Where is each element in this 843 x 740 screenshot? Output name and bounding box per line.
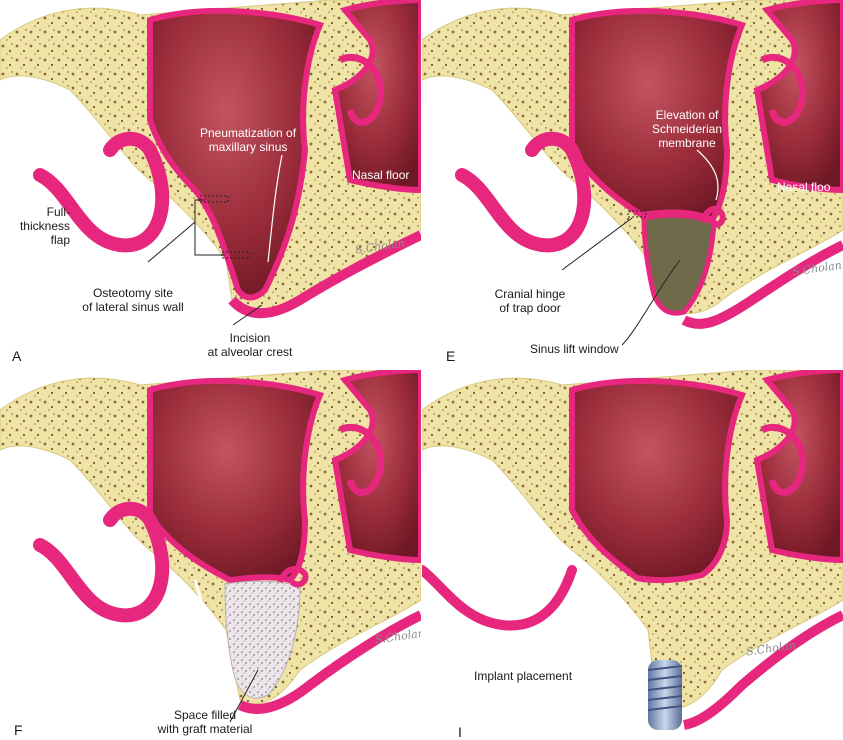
panel-letter: E xyxy=(446,348,455,364)
panel-a-illustration xyxy=(0,0,421,370)
label-osteotomy: Osteotomy site of lateral sinus wall xyxy=(58,286,208,314)
label-graft: Space filled with graft material xyxy=(130,708,280,736)
panel-letter: I xyxy=(458,724,462,740)
panel-i-illustration xyxy=(422,370,843,740)
panel-f-illustration xyxy=(0,370,421,740)
panel-i: Implant placement S.Cholan I xyxy=(422,370,843,740)
label-implant: Implant placement xyxy=(474,669,572,683)
label-nasal-floor: Nasal floo xyxy=(777,180,830,194)
dental-implant xyxy=(648,660,682,730)
label-flap: Full- thickness flap xyxy=(10,205,70,247)
panel-f: Space filled with graft material S.Chola… xyxy=(0,370,421,740)
label-hinge: Cranial hinge of trap door xyxy=(470,287,590,315)
label-elevation: Elevation of Schneiderian membrane xyxy=(632,108,742,150)
label-nasal-floor: Nasal floor xyxy=(352,168,409,182)
panel-letter: A xyxy=(12,348,21,364)
mucoperiosteal-flap xyxy=(422,570,572,626)
label-window: Sinus lift window xyxy=(530,342,619,356)
label-incision: Incision at alveolar crest xyxy=(185,331,315,359)
label-pneumatization: Pneumatization of maxillary sinus xyxy=(200,126,296,154)
panel-e: Elevation of Schneiderian membrane Nasal… xyxy=(422,0,843,370)
panel-a: Pneumatization of maxillary sinus Nasal … xyxy=(0,0,421,370)
panel-letter: F xyxy=(14,722,23,738)
